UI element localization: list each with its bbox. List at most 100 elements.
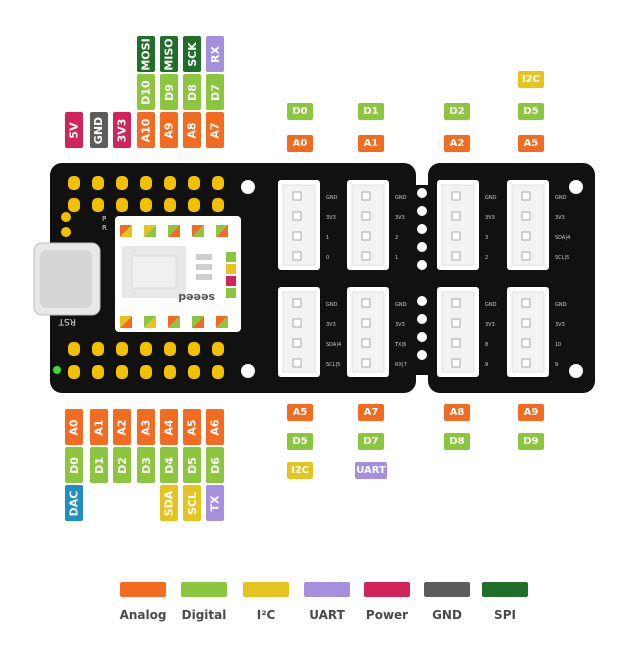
legend-swatch-i2c xyxy=(243,582,289,597)
bridge-pad xyxy=(417,206,427,216)
connector-pin-text: 3V3 xyxy=(395,322,405,328)
legend-swatch-gnd xyxy=(424,582,470,597)
mount-hole xyxy=(241,364,255,378)
header-pad xyxy=(188,198,200,212)
pin-label-3v3: 3V3 xyxy=(113,112,131,148)
header-pad xyxy=(164,198,176,212)
connector-pin-text: GND xyxy=(555,195,567,201)
header-pad xyxy=(164,365,176,379)
header-pad xyxy=(140,198,152,212)
connector-pin-text: 0 xyxy=(326,255,329,261)
header-pad xyxy=(116,176,128,190)
connector-pin-text: 3V3 xyxy=(485,215,495,221)
pin-label-dac: DAC xyxy=(65,485,83,521)
pin-label-d2: D2 xyxy=(444,103,470,120)
connector-pin-text: 10 xyxy=(555,342,561,348)
mount-hole xyxy=(241,180,255,194)
rst-label: RST xyxy=(58,316,76,326)
pin-label-d1: D1 xyxy=(90,447,108,483)
header-pad xyxy=(116,342,128,356)
pin-label-a4: A4 xyxy=(160,409,178,445)
connector-pin-text: 1 xyxy=(326,235,329,241)
bridge-pad xyxy=(417,296,427,306)
header-pad xyxy=(140,365,152,379)
bridge-pad xyxy=(417,314,427,324)
header-pad xyxy=(68,365,80,379)
pin-label-a0: A0 xyxy=(287,135,313,152)
bridge-pad xyxy=(417,350,427,360)
legend-label-spi: SPI xyxy=(494,608,516,622)
pin-label-a8: A8 xyxy=(444,404,470,421)
pin-label-d0: D0 xyxy=(287,103,313,120)
pin-label-gnd: GND xyxy=(90,112,108,148)
header-pad xyxy=(92,198,104,212)
pin-label-miso: MISO xyxy=(160,36,178,72)
pin-label-d9: D9 xyxy=(518,433,544,450)
header-pad xyxy=(212,176,224,190)
pin-label-d10: D10 xyxy=(137,74,155,110)
pin-label-d9: D9 xyxy=(160,74,178,110)
pin-label-a5: A5 xyxy=(287,404,313,421)
legend-label-i2c: I²C xyxy=(256,608,276,622)
pin-label-d5: D5 xyxy=(287,433,313,450)
pin-label-a9: A9 xyxy=(518,404,544,421)
header-pad xyxy=(212,342,224,356)
pin-label-scl: SCL xyxy=(183,485,201,521)
connector-pin-text: 1 xyxy=(395,255,398,261)
connector-pin-text: 2 xyxy=(395,235,398,241)
pin-label-d8: D8 xyxy=(444,433,470,450)
pin-label-a2: A2 xyxy=(444,135,470,152)
header-pad xyxy=(188,365,200,379)
header-pad xyxy=(212,198,224,212)
connector-pin-text: SCL|5 xyxy=(326,362,340,368)
mount-hole xyxy=(569,180,583,194)
connector-pin-text: GND xyxy=(485,302,497,308)
connector-pin-text: TX|6 xyxy=(394,342,406,348)
pin-label-a7: A7 xyxy=(206,112,224,148)
connector-pin-text: 3V3 xyxy=(555,322,565,328)
status-led xyxy=(53,366,61,374)
connector-pin-text: RX|7 xyxy=(395,362,407,368)
header-pad xyxy=(116,365,128,379)
connector-pin-text: GND xyxy=(485,195,497,201)
pin-label-a3: A3 xyxy=(137,409,155,445)
pin-label-a5: A5 xyxy=(183,409,201,445)
pin-label-d3: D3 xyxy=(137,447,155,483)
pin-label-d5: D5 xyxy=(518,103,544,120)
pin-label-d7: D7 xyxy=(358,433,384,450)
pin-label-d4: D4 xyxy=(160,447,178,483)
legend-swatch-digital xyxy=(181,582,227,597)
legend-label-analog: Analog xyxy=(119,608,167,622)
pin-label-tx: TX xyxy=(206,485,224,521)
pin-label-a1: A1 xyxy=(358,135,384,152)
header-pad xyxy=(92,176,104,190)
pin-label-d5: D5 xyxy=(183,447,201,483)
connector-pin-text: GND xyxy=(555,302,567,308)
pin-label-d6: D6 xyxy=(206,447,224,483)
connector-pin-text: GND xyxy=(326,195,338,201)
mount-hole xyxy=(569,364,583,378)
header-pad xyxy=(116,198,128,212)
bridge-pad xyxy=(417,332,427,342)
legend-swatch-spi xyxy=(482,582,528,597)
pin-label-d7: D7 xyxy=(206,74,224,110)
header-pad xyxy=(140,342,152,356)
pin-label-a7: A7 xyxy=(358,404,384,421)
pin-label-uart: UART xyxy=(355,462,387,479)
legend-label-uart: UART xyxy=(309,608,345,622)
pin-label-d8: D8 xyxy=(183,74,201,110)
connector-pin-text: 3V3 xyxy=(485,322,495,328)
header-pad xyxy=(68,342,80,356)
header-pad xyxy=(92,342,104,356)
pin-label-rx: RX xyxy=(206,36,224,72)
header-pad xyxy=(92,365,104,379)
legend-label-digital: Digital xyxy=(181,608,227,622)
connector-pin-text: 3V3 xyxy=(326,322,336,328)
connector-pin-text: SDA|4 xyxy=(555,235,570,241)
